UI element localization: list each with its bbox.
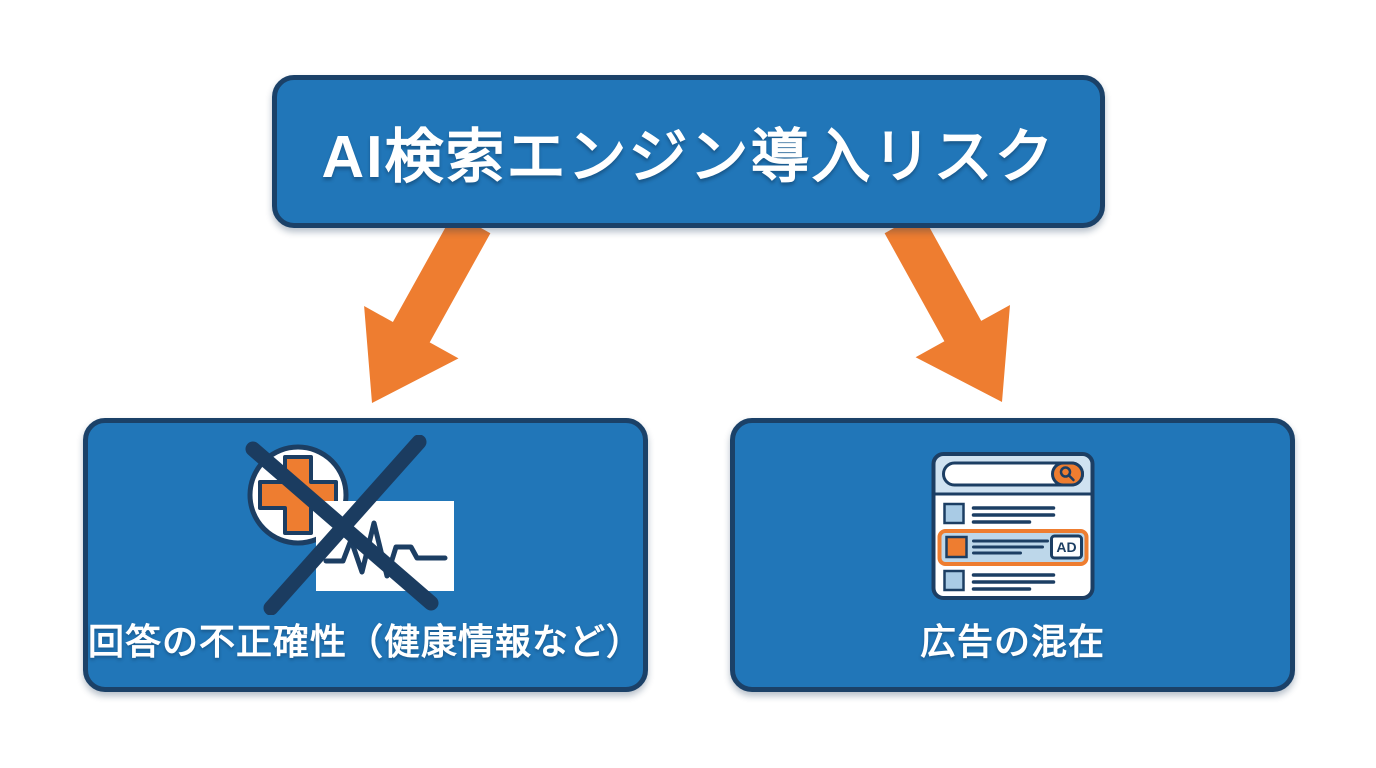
arrow-down-left-icon bbox=[364, 212, 491, 403]
ad-badge-label: AD bbox=[1056, 539, 1076, 555]
title-box: AI検索エンジン導入リスク bbox=[272, 75, 1105, 228]
medical-info-crossed-out-icon bbox=[245, 435, 454, 615]
result-thumbnail-1 bbox=[942, 502, 965, 525]
magnifier-glass-icon bbox=[1059, 466, 1071, 478]
result-text-lines-3 bbox=[971, 573, 1055, 591]
cross-out-x-stroke-2 bbox=[263, 435, 426, 615]
result-text-lines-1 bbox=[971, 506, 1055, 524]
ad-thumbnail bbox=[944, 535, 968, 559]
ad-text-lines bbox=[971, 539, 1049, 555]
risk-label-answer-inaccuracy: 回答の不正確性（健康情報など） bbox=[88, 621, 644, 662]
ad-badge bbox=[1049, 534, 1083, 560]
results-card-border bbox=[931, 452, 1094, 600]
result-thumbnail-3 bbox=[942, 569, 965, 592]
magnifier-handle-icon bbox=[1067, 474, 1075, 482]
diagram-title: AI検索エンジン導入リスク bbox=[321, 124, 1056, 190]
risk-box-answer-inaccuracy: 回答の不正確性（健康情報など） bbox=[83, 418, 648, 692]
search-button-icon bbox=[1050, 461, 1084, 487]
risk-box-ad-mixing: AD 広告の混在 bbox=[730, 418, 1295, 692]
risk-label-ad-mixing: 広告の混在 bbox=[919, 621, 1105, 662]
arrow-down-right-icon bbox=[884, 212, 1010, 402]
search-results-with-ad-icon: AD bbox=[931, 452, 1094, 600]
